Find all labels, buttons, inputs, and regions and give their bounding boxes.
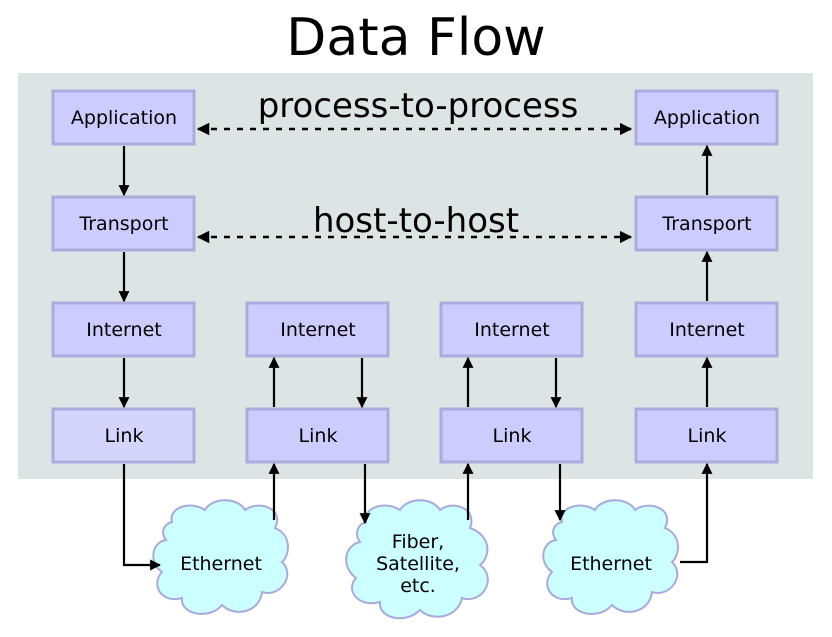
host-b-application-box (634, 89, 779, 146)
router-1-link-box (245, 407, 390, 464)
router-1-internet-label: Internet (280, 319, 355, 341)
host-b-internet-label: Internet (669, 319, 744, 341)
host-a-application-box (51, 89, 196, 146)
host-b-link-box (634, 407, 779, 464)
fiber-satellite-label-line-1: Fiber, (392, 531, 444, 553)
router-1-link-label: Link (299, 425, 338, 447)
router-1-stack: Internet Link (245, 301, 390, 464)
host-a-application-label: Application (71, 107, 177, 129)
ethernet-2-label: Ethernet (570, 553, 652, 575)
host-to-host-label: host-to-host (313, 201, 519, 241)
host-a-link-to-ethernet-arrow (122, 464, 162, 571)
host-b-internet-box (634, 301, 779, 358)
host-b-application-label: Application (654, 107, 760, 129)
host-a-stack: Application Transport Internet Link (51, 89, 196, 464)
router-2-link-box (439, 407, 584, 464)
host-b-transport-label: Transport (661, 213, 751, 235)
host-a-internet-label: Internet (86, 319, 161, 341)
host-b-link-label: Link (688, 425, 727, 447)
host-a-link-box (51, 407, 196, 464)
router-2-stack: Internet Link (439, 301, 584, 464)
fiber-satellite-label-line-2: Satellite, (376, 553, 460, 575)
host-b-stack: Application Transport Internet Link (634, 89, 779, 464)
ethernet-1-label: Ethernet (180, 553, 262, 575)
router-1-internet-box (245, 301, 390, 358)
router-2-link-label: Link (493, 425, 532, 447)
host-a-transport-box (51, 195, 196, 252)
fiber-satellite-label-line-3: etc. (400, 575, 436, 597)
host-a-transport-label: Transport (78, 213, 168, 235)
ethernet-2-cloud (542, 499, 679, 615)
router-2-internet-label: Internet (474, 319, 549, 341)
fiber-satellite-cloud (345, 499, 489, 620)
process-to-process-label: process-to-process (258, 86, 579, 126)
ethernet-2-to-host-b-link-arrow (680, 462, 713, 564)
host-b-transport-box (634, 195, 779, 252)
diagram-title: Data Flow (286, 8, 545, 68)
router-2-internet-box (439, 301, 584, 358)
host-a-internet-box (51, 301, 196, 358)
host-a-link-label: Link (105, 425, 144, 447)
